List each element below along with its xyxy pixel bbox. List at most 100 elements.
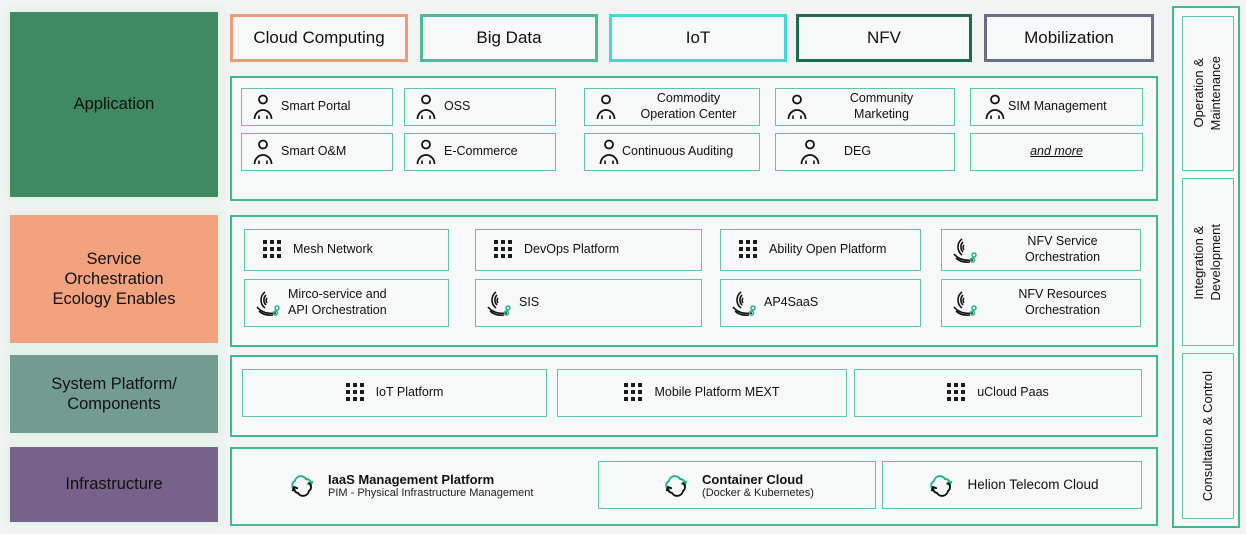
layer-label-service: Service Orchestration Ecology Enables — [10, 215, 218, 343]
application-item-label: Continuous Auditing — [622, 144, 734, 159]
application-item-community-marketing[interactable]: Community Marketing — [775, 88, 955, 126]
service-item-label: Mirco-service and API Orchestration — [288, 287, 387, 317]
infrastructure-item-container-cloud[interactable]: Container Cloud (Docker & Kubernetes) — [598, 461, 876, 509]
application-item-label: Community Marketing — [849, 91, 914, 121]
service-item-devops-platform[interactable]: DevOps Platform — [475, 229, 702, 271]
application-item-label: SIM Management — [1008, 99, 1107, 114]
tab-label: Cloud Computing — [253, 28, 385, 47]
service-item-nfv-service-orchestration[interactable]: NFV Service Orchestration — [941, 229, 1141, 271]
service-item-sis[interactable]: SIS — [475, 279, 702, 327]
tab-label: Mobilization — [1024, 28, 1114, 47]
application-panel: Smart Portal OSS Commodity Operation Cen… — [230, 76, 1158, 201]
person-icon — [253, 139, 273, 165]
infrastructure-item-helion-telecom-cloud[interactable]: Helion Telecom Cloud — [882, 461, 1142, 509]
service-item-mesh-network[interactable]: Mesh Network — [244, 229, 449, 271]
service-item-label: Mesh Network — [293, 242, 373, 257]
rail-item-label: Operation & Maintenance — [1191, 56, 1223, 131]
application-item-e-commerce[interactable]: E-Commerce — [404, 133, 556, 171]
infrastructure-item-subtitle: (Docker & Kubernetes) — [702, 486, 814, 499]
person-icon — [800, 139, 820, 165]
application-item-label: Smart O&M — [281, 144, 347, 159]
service-item-micro-service-api-orchestration[interactable]: Mirco-service and API Orchestration — [244, 279, 449, 327]
tab-big-data[interactable]: Big Data — [420, 14, 598, 62]
layer-label-application: Application — [10, 12, 218, 197]
orchestration-icon — [487, 291, 511, 316]
infrastructure-item-subtitle: PIM - Physical Infrastructure Management — [328, 486, 534, 499]
application-item-label: DEG — [844, 144, 872, 159]
system-item-label: IoT Platform — [375, 385, 444, 400]
orchestration-icon — [953, 238, 977, 263]
rail-item-integration-development[interactable]: Integration & Development — [1182, 178, 1234, 346]
person-icon — [596, 94, 616, 120]
tab-label: Big Data — [476, 28, 542, 47]
layer-label-text: Infrastructure — [65, 475, 163, 494]
orchestration-icon — [732, 291, 756, 316]
system-item-iot-platform[interactable]: IoT Platform — [242, 369, 547, 417]
system-item-label: uCloud Paas — [977, 385, 1049, 400]
person-icon — [599, 139, 619, 165]
service-orchestration-panel: Mesh Network DevOps Platform Ability Ope… — [230, 215, 1158, 347]
service-item-label: SIS — [519, 295, 540, 310]
application-item-oss[interactable]: OSS — [404, 88, 556, 126]
layer-label-text: Service Orchestration Ecology Enables — [52, 249, 176, 309]
system-item-label: Mobile Platform MEXT — [654, 385, 780, 400]
infrastructure-item-title: Container Cloud — [702, 471, 804, 487]
application-item-deg[interactable]: DEG — [775, 133, 955, 171]
application-item-label: Commodity Operation Center — [640, 91, 737, 121]
application-item-continuous-auditing[interactable]: Continuous Auditing — [584, 133, 760, 171]
application-item-commodity-operation-center[interactable]: Commodity Operation Center — [584, 88, 760, 126]
application-item-sim-management[interactable]: SIM Management — [970, 88, 1143, 126]
rail-item-operation-maintenance[interactable]: Operation & Maintenance — [1182, 16, 1234, 171]
service-item-label: NFV Resources Orchestration — [1018, 287, 1107, 317]
rail-item-label: Consultation & Control — [1199, 370, 1215, 502]
tab-nfv[interactable]: NFV — [796, 14, 972, 62]
grid-icon — [494, 240, 514, 260]
service-item-label: Ability Open Platform — [769, 242, 887, 257]
service-item-label: DevOps Platform — [524, 242, 620, 257]
infrastructure-item-title: IaaS Management Platform — [328, 471, 495, 487]
application-item-smart-om[interactable]: Smart O&M — [241, 133, 393, 171]
system-item-mobile-platform-mext[interactable]: Mobile Platform MEXT — [557, 369, 847, 417]
grid-icon — [624, 383, 644, 403]
infrastructure-item-title: Helion Telecom Cloud — [967, 476, 1099, 492]
lifecycle-rail: Operation & Maintenance Integration & De… — [1172, 6, 1240, 528]
infrastructure-panel: IaaS Management Platform PIM - Physical … — [230, 447, 1158, 526]
grid-icon — [947, 383, 967, 403]
application-item-label: and more — [1030, 144, 1083, 159]
application-item-label: E-Commerce — [444, 144, 518, 159]
service-item-nfv-resources-orchestration[interactable]: NFV Resources Orchestration — [941, 279, 1141, 327]
tab-label: IoT — [685, 28, 711, 47]
cloud-icon — [665, 475, 688, 497]
application-item-and-more[interactable]: and more — [970, 133, 1143, 171]
person-icon — [416, 94, 436, 120]
orchestration-icon — [953, 291, 977, 316]
cloud-icon — [291, 475, 314, 497]
person-icon — [787, 94, 807, 120]
tab-iot[interactable]: IoT — [609, 14, 787, 62]
person-icon — [416, 139, 436, 165]
infrastructure-item-iaas-management-platform[interactable]: IaaS Management Platform PIM - Physical … — [272, 461, 592, 509]
layer-label-infrastructure: Infrastructure — [10, 447, 218, 522]
system-item-ucloud-paas[interactable]: uCloud Paas — [854, 369, 1142, 417]
layer-label-text: System Platform/ Components — [51, 374, 177, 413]
tab-label: NFV — [867, 28, 901, 47]
grid-icon — [345, 383, 366, 403]
system-platform-panel: IoT Platform Mobile Platform MEXT uCloud… — [230, 355, 1158, 437]
grid-icon — [739, 240, 759, 260]
cloud-icon — [930, 475, 953, 497]
tab-mobilization[interactable]: Mobilization — [984, 14, 1154, 62]
person-icon — [253, 94, 273, 120]
orchestration-icon — [256, 291, 280, 316]
grid-icon — [263, 240, 283, 260]
tab-cloud-computing[interactable]: Cloud Computing — [230, 14, 408, 62]
service-item-label: NFV Service Orchestration — [1024, 234, 1101, 264]
person-icon — [985, 94, 1005, 120]
application-item-label: OSS — [444, 99, 471, 114]
service-item-ap4saas[interactable]: AP4SaaS — [720, 279, 921, 327]
application-item-label: Smart Portal — [281, 99, 351, 114]
service-item-ability-open-platform[interactable]: Ability Open Platform — [720, 229, 921, 271]
rail-item-label: Integration & Development — [1191, 223, 1223, 301]
rail-item-consultation-control[interactable]: Consultation & Control — [1182, 353, 1234, 519]
application-item-smart-portal[interactable]: Smart Portal — [241, 88, 393, 126]
service-item-label: AP4SaaS — [764, 295, 819, 310]
